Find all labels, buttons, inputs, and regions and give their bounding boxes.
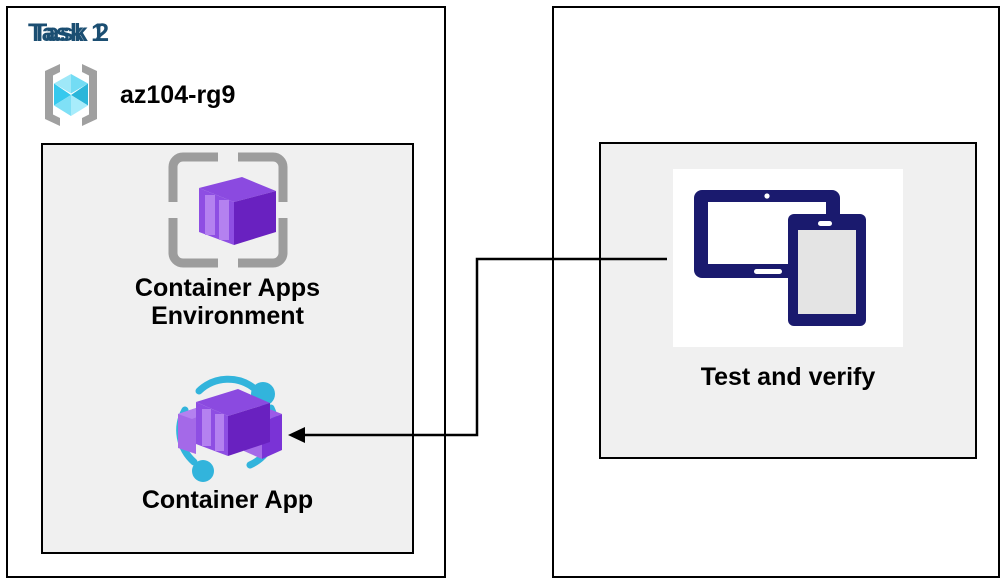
resource-group-icon: [34, 58, 108, 132]
node-label-container-app: Container App: [141, 486, 314, 514]
node-label-container-apps-environment: Container Apps Environment: [134, 274, 321, 330]
task-2-title: Task 2: [32, 19, 110, 47]
resource-group-header: az104-rg9: [34, 58, 235, 132]
container-app-icon: [166, 370, 290, 482]
resource-group-name: az104-rg9: [120, 80, 236, 109]
devices-test-icon: [688, 184, 888, 332]
test-and-verify-tile: [673, 169, 903, 347]
node-label-test-and-verify: Test and verify: [700, 363, 876, 391]
container-apps-environment-icon: [166, 150, 290, 270]
node-container-apps-environment: Container Apps Environment: [41, 150, 414, 330]
node-container-app: Container App: [41, 370, 414, 514]
task-1-title: Task 1: [28, 19, 106, 47]
node-test-and-verify: Test and verify: [599, 169, 977, 392]
